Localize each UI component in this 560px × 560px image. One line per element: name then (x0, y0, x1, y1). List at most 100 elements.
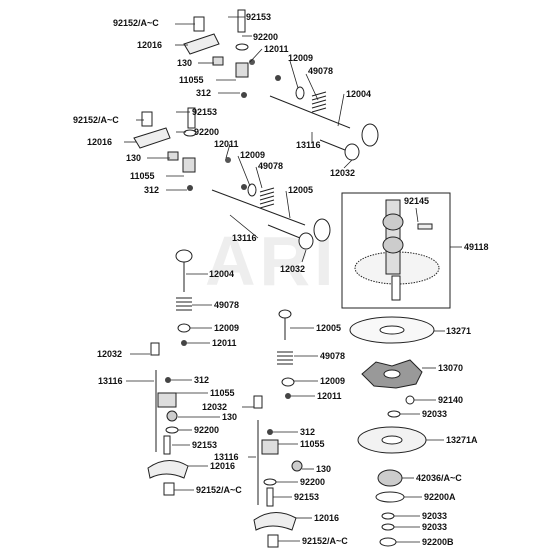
stud-lower-a (163, 435, 171, 455)
stud-lower-b (266, 487, 274, 507)
part-label-11055: 11055 (130, 171, 155, 181)
part-labels: 92153 92152/A~C 92200 12016 12011 12009 … (73, 12, 489, 547)
part-label-42036: 42036/A~C (416, 473, 462, 483)
washer-92200A (375, 491, 405, 503)
part-label-12011: 12011 (214, 139, 239, 149)
decompression-stack (349, 316, 435, 547)
rocker-arm-upper-b (133, 127, 171, 149)
pivot-bolt-lower-b (267, 534, 279, 548)
seal-mid-b (281, 377, 295, 387)
washer-upper-a (235, 43, 249, 51)
guide-lower-b (261, 439, 279, 455)
part-label-312: 312 (144, 185, 159, 195)
part-label-92153: 92153 (192, 440, 217, 450)
part-label-12011: 12011 (212, 338, 237, 348)
camshaft-box-frame (341, 192, 451, 309)
part-label-12032: 12032 (330, 168, 355, 178)
part-label-130: 130 (126, 153, 141, 163)
part-label-13271: 13271 (446, 326, 471, 336)
gear-42036 (377, 469, 403, 487)
middle-valve-assembly (175, 249, 295, 399)
spring-mid-b (277, 351, 293, 365)
seal-mid-a (177, 323, 191, 333)
part-label-12009: 12009 (288, 53, 313, 63)
part-label-92152: 92152/A~C (196, 485, 242, 495)
valve-stem-upper-a (269, 95, 351, 129)
nut-upper-a (249, 59, 255, 65)
keeper-upper-a (241, 92, 247, 98)
keeper-mid-b (285, 393, 291, 399)
part-label-49078: 49078 (320, 351, 345, 361)
adjust-screw-lower-b (291, 460, 303, 472)
part-label-12032: 12032 (97, 349, 122, 359)
adjust-screw-upper-a (212, 56, 224, 66)
part-label-312: 312 (194, 375, 209, 385)
adjust-screw-lower-a (166, 410, 178, 422)
rocker-arm-lower-a (147, 460, 189, 479)
part-label-92033: 92033 (422, 511, 447, 521)
part-label-12011: 12011 (264, 44, 289, 54)
cup-lower-b (253, 395, 263, 409)
cap-upper-b (241, 184, 247, 190)
part-label-12011: 12011 (317, 391, 342, 401)
adjust-screw-upper-b (167, 151, 179, 161)
spring-upper-a (311, 91, 327, 113)
washer-upper-b (183, 129, 197, 137)
spring-upper-b (259, 187, 275, 209)
pushrod-upper-b (267, 224, 301, 239)
part-label-312: 312 (196, 88, 211, 98)
ring-92033-c (381, 523, 395, 531)
stud-upper-b (187, 107, 196, 129)
nut-lower-b (267, 429, 273, 435)
part-label-12005: 12005 (316, 323, 341, 333)
part-label-92200: 92200 (194, 127, 219, 137)
part-label-92033: 92033 (422, 409, 447, 419)
cap-upper-a (275, 75, 281, 81)
part-label-12032: 12032 (280, 264, 305, 274)
part-label-92200B: 92200B (422, 537, 454, 547)
weight-13070-hole (383, 369, 401, 379)
part-label-49078: 49078 (214, 300, 239, 310)
part-label-12016: 12016 (137, 40, 162, 50)
part-label-13116: 13116 (214, 452, 239, 462)
part-label-92140: 92140 (438, 395, 463, 405)
part-label-92200A: 92200A (424, 492, 456, 502)
part-label-130: 130 (316, 464, 331, 474)
part-label-12005: 12005 (288, 185, 313, 195)
pushrod-upper-a (319, 139, 346, 151)
lower-right-rocker-assembly (253, 420, 303, 548)
plate-13271A-hole (381, 435, 403, 445)
pivot-bolt-lower-a (163, 482, 175, 496)
valve-head-upper-a (361, 123, 379, 147)
keeper-mid-a (181, 340, 187, 346)
seal-upper-b (247, 183, 257, 197)
part-label-130: 130 (222, 412, 237, 422)
part-label-92153: 92153 (192, 107, 217, 117)
guide-lower-a (157, 392, 177, 408)
part-label-11055: 11055 (210, 388, 235, 398)
part-label-92200: 92200 (194, 425, 219, 435)
plate-13271-hole (379, 325, 405, 335)
part-label-13070: 13070 (438, 363, 463, 373)
guide-upper-b (182, 157, 196, 173)
part-label-49078: 49078 (258, 161, 283, 171)
watermark: ARI (205, 222, 338, 300)
ring-92033-b (381, 512, 395, 520)
part-label-11055: 11055 (179, 75, 204, 85)
guide-upper-a (235, 62, 249, 78)
pivot-bolt-upper-b (141, 111, 153, 127)
part-label-92152: 92152/A~C (302, 536, 348, 546)
part-label-92152: 92152/A~C (113, 18, 159, 28)
part-label-92033: 92033 (422, 522, 447, 532)
ball-92140 (405, 395, 415, 405)
washer-lower-a (165, 426, 179, 434)
cam-lobe-a (382, 213, 404, 231)
upper-valve-assembly (133, 9, 379, 250)
part-label-12009: 12009 (240, 150, 265, 160)
part-label-12016: 12016 (87, 137, 112, 147)
rocker-arm-upper-a (183, 33, 220, 55)
rocker-arm-lower-b (253, 512, 297, 531)
part-label-12009: 12009 (214, 323, 239, 333)
part-label-12009: 12009 (320, 376, 345, 386)
